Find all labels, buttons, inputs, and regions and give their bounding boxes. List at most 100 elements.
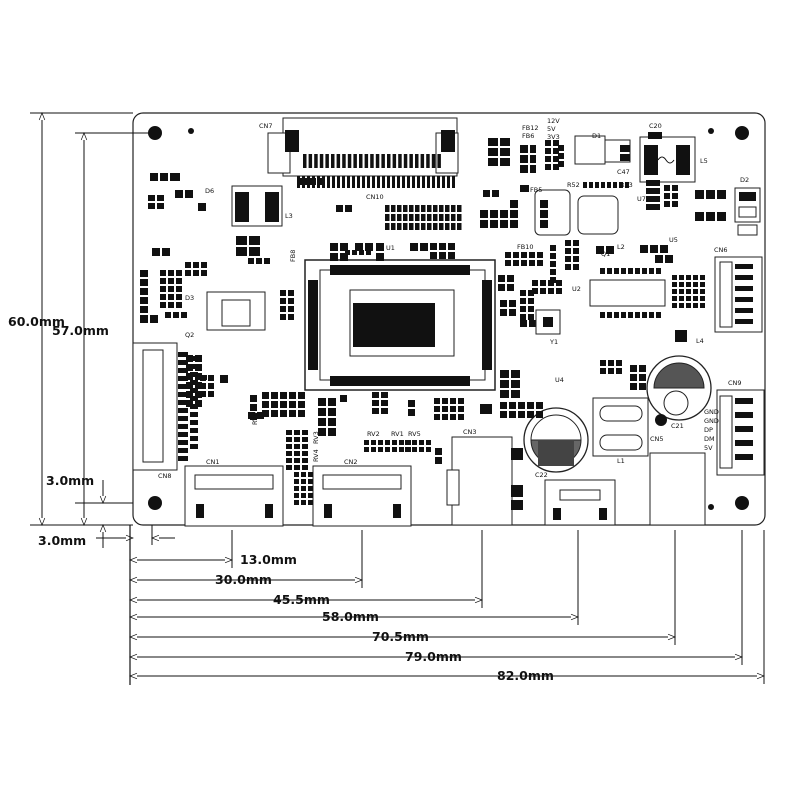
connector-cn1 <box>184 465 284 527</box>
label-d6: D6 <box>205 187 214 195</box>
smd-part <box>664 185 670 191</box>
pin <box>325 154 329 168</box>
smd-part <box>558 153 564 159</box>
smd-part <box>328 408 336 416</box>
smd-part <box>573 264 579 270</box>
smd-part <box>430 252 437 259</box>
smd-part <box>700 296 705 301</box>
smd-part <box>160 286 166 292</box>
smd-part <box>450 414 456 420</box>
pad <box>421 223 426 230</box>
smd-part <box>573 256 579 262</box>
pin <box>190 396 198 401</box>
smd-part <box>264 258 270 264</box>
smd-part <box>649 268 654 274</box>
smd-part <box>600 268 605 274</box>
smd-part <box>442 406 448 412</box>
pin <box>735 264 753 269</box>
smd-part <box>168 286 174 292</box>
smd-part <box>695 190 704 199</box>
smd-part <box>385 440 390 445</box>
smd-part <box>672 296 677 301</box>
pad <box>403 205 408 212</box>
pad <box>427 223 432 230</box>
smd-part <box>435 448 442 455</box>
label-d3: D3 <box>185 294 194 302</box>
pin <box>381 154 385 168</box>
smd-part <box>458 414 464 420</box>
smd-part <box>410 243 418 251</box>
smd-part <box>140 315 148 323</box>
smd-part <box>573 248 579 254</box>
smd-part <box>700 282 705 287</box>
smd-part <box>518 411 525 418</box>
smd-part <box>518 402 525 409</box>
smd-part <box>176 286 182 292</box>
smd-part <box>157 195 164 201</box>
smd-part <box>648 132 662 139</box>
smd-part <box>565 264 571 270</box>
smd-part <box>328 398 336 406</box>
smd-part <box>294 444 300 449</box>
pin <box>178 376 188 381</box>
pin <box>735 412 753 418</box>
pin <box>308 154 313 168</box>
smd-part <box>365 243 373 251</box>
smd-part <box>500 309 507 316</box>
smd-part <box>509 402 516 409</box>
component-labels: CN7 CN10 U1 CN6 CN8 CN9 CN1 CN2 CN3 CN5 … <box>158 117 749 480</box>
pin <box>362 176 365 188</box>
mount-hole <box>148 126 162 140</box>
smd-part <box>271 401 278 408</box>
smd-part <box>248 258 254 264</box>
smd-part <box>686 303 691 308</box>
smd-part <box>530 165 536 173</box>
pin <box>190 404 198 409</box>
chip-u1 <box>304 259 496 391</box>
pin <box>735 308 753 313</box>
smd-part <box>500 411 507 418</box>
smd-part <box>257 412 264 419</box>
smd-part <box>140 297 148 304</box>
smd-part <box>640 245 648 253</box>
smd-part <box>294 500 299 505</box>
smd-part <box>510 200 518 208</box>
pad <box>391 205 396 212</box>
dim-hole-x: 3.0mm <box>38 533 86 548</box>
smd-part <box>635 268 640 274</box>
smd-part <box>601 182 605 188</box>
connector-cn8 <box>132 342 198 471</box>
mount-hole <box>735 126 749 140</box>
pin <box>178 400 188 405</box>
pin <box>735 440 753 446</box>
smd-part <box>693 289 698 294</box>
smd-part <box>536 402 543 409</box>
chip-u7 <box>577 195 619 235</box>
smd-part <box>140 270 148 277</box>
connector-cn2 <box>312 465 412 527</box>
smd-part <box>500 300 507 307</box>
smd-part <box>458 406 464 412</box>
smd-part <box>553 156 559 162</box>
smd-part <box>148 203 155 209</box>
smd-part <box>646 180 660 186</box>
label-r52: R52 <box>567 181 580 189</box>
pad <box>433 223 438 230</box>
smd-part <box>513 260 519 266</box>
pin <box>432 176 435 188</box>
label-l2: L2 <box>617 243 625 251</box>
smd-part <box>520 145 528 153</box>
smd-part <box>500 148 510 156</box>
pin <box>178 440 188 445</box>
smd-part <box>150 315 158 323</box>
label-12v: 12V <box>547 117 560 125</box>
smd-part <box>635 312 640 318</box>
smd-part <box>664 201 670 207</box>
pad <box>433 205 438 212</box>
smd-part <box>201 270 207 276</box>
smd-part <box>160 302 166 308</box>
smd-part <box>302 465 308 470</box>
pin <box>422 176 425 188</box>
dim-width-label: 58.0mm <box>322 609 379 624</box>
connector-cn6 <box>714 256 763 333</box>
